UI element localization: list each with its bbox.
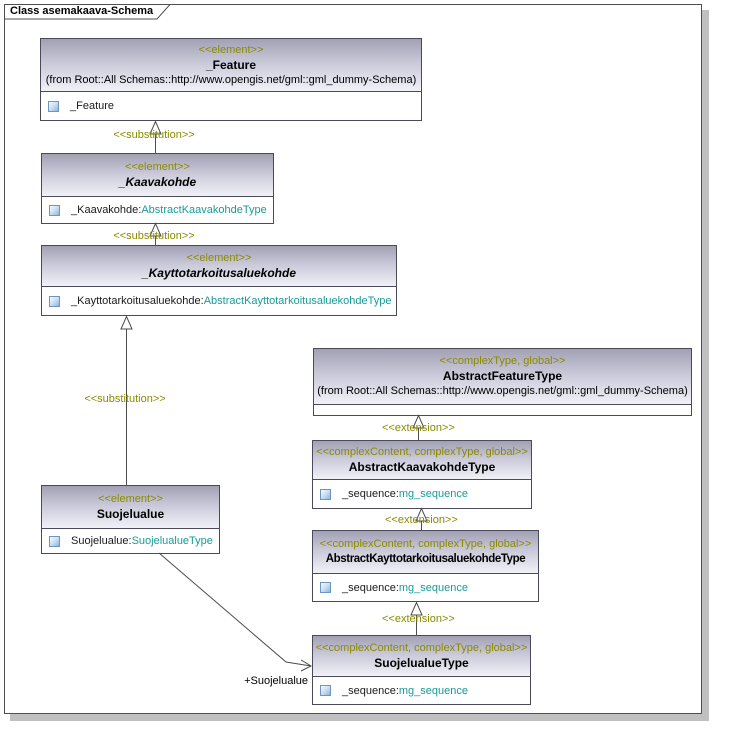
class-name: AbstractKaavakohdeType: [348, 460, 496, 474]
attribute-icon: [48, 100, 59, 112]
class-header: <<element>> _Kaavakohde: [42, 154, 273, 197]
attribute-name: _Kayttotarkoitusaluekohde: [71, 295, 201, 307]
stereotype-label: <<element>>: [198, 43, 264, 56]
empty-attribute-compartment: [314, 405, 691, 415]
stereotype-label: <<complexType, global>>: [439, 355, 566, 367]
attribute-row[interactable]: _Kayttotarkoitusaluekohde:AbstractKaytto…: [42, 287, 396, 315]
attribute-name: Suojelualue: [71, 535, 129, 547]
attribute-type: mg_sequence: [398, 684, 468, 697]
frame-shadow-bottom: [10, 714, 709, 721]
class-box-kaavakohde[interactable]: <<element>> _Kaavakohde _Kaavakohde:Abst…: [41, 153, 274, 224]
stereotype-label: <<complexContent, complexType, global>>: [315, 642, 528, 654]
class-box-abstractkaavakohdetype[interactable]: <<complexContent, complexType, global>> …: [312, 440, 532, 509]
substitution-label: <<substitution>>: [84, 393, 166, 405]
class-name: SuojelualueType: [374, 656, 469, 670]
attribute-name: _Kaavakohde: [71, 204, 139, 216]
attribute-type: AbstractKayttotarkoitusaluekohdeType: [203, 295, 392, 307]
attribute-name: _sequence: [342, 488, 396, 500]
class-header: <<complexContent, complexType, global>> …: [313, 636, 530, 677]
attribute-separator: :: [200, 295, 204, 307]
attribute-row[interactable]: _sequence:mg_sequence: [313, 677, 530, 704]
class-header: <<element>> Suojelualue: [42, 486, 219, 529]
class-box-suojelualue[interactable]: <<element>> Suojelualue Suojelualue:Suoj…: [41, 485, 220, 554]
class-header: <<element>> _Kayttotarkoitusaluekohde: [42, 246, 396, 287]
class-name: AbstractKayttotarkoitusaluekohdeType: [325, 553, 526, 565]
attribute-row[interactable]: Suojelualue:SuojelualueType: [42, 529, 219, 553]
attribute-name: _Feature: [70, 100, 115, 112]
attribute-separator: :: [395, 684, 399, 697]
class-name: AbstractFeatureType: [442, 369, 563, 383]
attribute-icon: [49, 535, 60, 547]
attribute-row[interactable]: _sequence:mg_sequence: [313, 480, 531, 508]
attribute-type: AbstractKaavakohdeType: [141, 204, 267, 216]
extension-label: <<extension>>: [382, 422, 455, 434]
class-header: <<complexContent, complexType, global>> …: [313, 531, 538, 574]
attribute-icon: [320, 582, 331, 593]
diagram-frame: [4, 4, 702, 714]
class-name: _Kayttotarkoitusaluekohde: [141, 266, 297, 280]
attribute-separator: :: [395, 581, 399, 594]
stereotype-label: <<complexContent, complexType, global>>: [319, 538, 532, 550]
attribute-icon: [320, 488, 331, 500]
attribute-type: mg_sequence: [398, 581, 468, 594]
extension-label: <<extension>>: [385, 514, 458, 526]
class-box-suojelualuetype[interactable]: <<complexContent, complexType, global>> …: [312, 635, 531, 705]
class-box-kayttotarkoitusaluekohde[interactable]: <<element>> _Kayttotarkoitusaluekohde _K…: [41, 245, 397, 316]
stereotype-label: <<element>>: [186, 252, 252, 264]
diagram-title: Class asemakaava-Schema: [10, 5, 154, 17]
attribute-name: _sequence: [342, 581, 396, 594]
substitution-label: <<substitution>>: [113, 230, 195, 242]
attribute-separator: :: [395, 488, 399, 500]
attribute-icon: [320, 685, 331, 696]
class-box-abstractkayttotarkoitusaluekohdetype[interactable]: <<complexContent, complexType, global>> …: [312, 530, 539, 602]
attribute-icon: [49, 295, 60, 307]
class-header: <<element>> _Feature (from Root::All Sch…: [41, 39, 421, 92]
attribute-icon: [49, 204, 60, 216]
class-box-feature[interactable]: <<element>> _Feature (from Root::All Sch…: [40, 38, 422, 121]
class-name: _Feature: [205, 57, 257, 72]
class-name: _Kaavakohde: [118, 175, 197, 189]
attribute-type: SuojelualueType: [131, 535, 213, 547]
class-from-note: (from Root::All Schemas::http://www.open…: [317, 385, 688, 397]
stereotype-label: <<element>>: [125, 161, 190, 173]
extension-label: <<extension>>: [382, 613, 455, 625]
attribute-row[interactable]: _Feature: [41, 92, 421, 120]
attribute-separator: :: [138, 204, 142, 216]
class-header: <<complexContent, complexType, global>> …: [313, 441, 531, 480]
class-box-abstractfeaturetype[interactable]: <<complexType, global>> AbstractFeatureT…: [313, 348, 692, 416]
attribute-row[interactable]: _sequence:mg_sequence: [313, 574, 538, 601]
class-name: Suojelualue: [96, 507, 165, 521]
association-role-label: +Suojelualue: [244, 675, 308, 687]
substitution-label: <<substitution>>: [113, 129, 195, 141]
frame-shadow-right: [702, 10, 709, 721]
attribute-separator: :: [128, 535, 132, 547]
stereotype-label: <<element>>: [98, 493, 163, 505]
stereotype-label: <<complexContent, complexType, global>>: [316, 446, 528, 458]
attribute-name: _sequence: [342, 684, 396, 697]
class-from-note: (from Root::All Schemas::http://www.open…: [45, 73, 417, 86]
class-header: <<complexType, global>> AbstractFeatureT…: [314, 349, 691, 405]
attribute-row[interactable]: _Kaavakohde:AbstractKaavakohdeType: [42, 197, 273, 223]
attribute-type: mg_sequence: [398, 488, 468, 500]
